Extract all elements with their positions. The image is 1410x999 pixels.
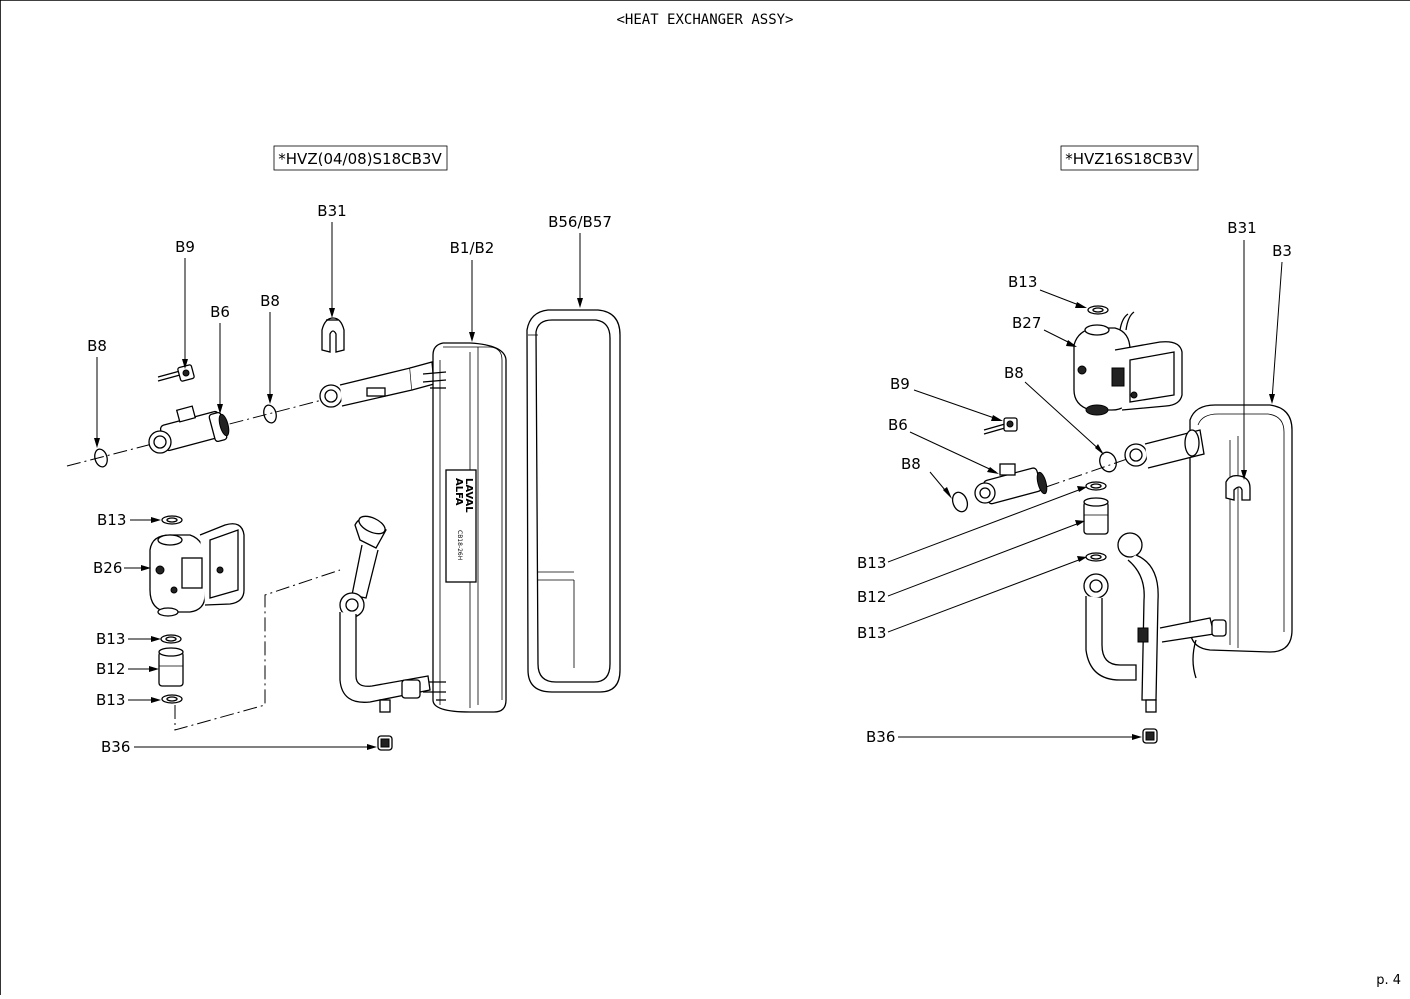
o-ring-b8-mid [263, 404, 277, 424]
brand-plate [445, 469, 477, 583]
sensor-b9 [157, 364, 195, 382]
axis-line-right [1045, 457, 1131, 488]
fitting-b12-right [1083, 497, 1109, 535]
callout-b3: B3 [1272, 242, 1292, 260]
callout-b8-left-far: B8 [87, 337, 107, 355]
clip-b31-right [1225, 474, 1251, 501]
right-assembly [951, 305, 1293, 744]
insulation-b56-b57 [526, 309, 621, 693]
callout-b27: B27 [1012, 314, 1041, 332]
washer-b13-top [161, 515, 183, 525]
pump-b27 [1073, 311, 1183, 416]
callout-b1-b2: B1/B2 [450, 239, 495, 257]
page-title: <HEAT EXCHANGER ASSY> [616, 12, 793, 28]
inlet-pipe [319, 361, 435, 408]
callouts-right: B31 B3 B13 B27 B9 B8 B6 B8 B13 B12 B13 B… [857, 219, 1292, 746]
model-box-left: *HVZ(04/08)S18CB3V [273, 145, 448, 171]
callout-b56-b57: B56/B57 [548, 213, 612, 231]
left-assembly: ALFA LAVAL CB18-26H [66, 309, 621, 751]
brand-name-line1: ALFA [453, 478, 464, 506]
fitting-b12-left [158, 647, 184, 687]
flow-sensor-b6-right [974, 463, 1048, 505]
callout-b13-left-mid: B13 [96, 630, 125, 648]
callout-b36-left: B36 [101, 738, 130, 756]
callout-b8-right-left: B8 [901, 455, 921, 473]
callout-b13-left-bottom: B13 [96, 691, 125, 709]
page-number: p. 4 [1376, 973, 1401, 988]
callout-b8-left-mid: B8 [260, 292, 280, 310]
nut-b36-right [1142, 728, 1158, 744]
washer-b13-right-bottom [1085, 552, 1107, 562]
washer-b13-bottom [161, 694, 183, 704]
model-label-right: *HVZ16S18CB3V [1065, 150, 1193, 168]
callouts-left: B31 B9 B6 B8 B8 B1/B2 B56/B57 B13 B26 B1… [87, 202, 612, 756]
pump-b26 [149, 523, 245, 617]
inlet-pipe-right [1124, 429, 1205, 469]
washer-b13-right-mid [1085, 481, 1107, 491]
callout-b8-right-mid: B8 [1004, 364, 1024, 382]
washer-b13-mid [160, 634, 182, 644]
sensor-b9-right [983, 417, 1018, 435]
callout-b13-left-top: B13 [97, 511, 126, 529]
callout-b12-left: B12 [96, 660, 125, 678]
callout-b13-right-bottom: B13 [857, 624, 886, 642]
callout-b31-right: B31 [1227, 219, 1256, 237]
brand-model-code: CB18-26H [456, 530, 463, 560]
o-ring-b8-left [94, 448, 108, 468]
o-ring-b8-right-left [951, 491, 969, 513]
callout-b36-right: B36 [866, 728, 895, 746]
lower-pipe-right [1083, 532, 1227, 713]
axis-line-upper [66, 397, 331, 467]
nut-b36-left [377, 735, 393, 751]
callout-b12-right: B12 [857, 588, 886, 606]
callout-b13-right-top: B13 [1008, 273, 1037, 291]
brand-name-line2: LAVAL [463, 478, 474, 513]
callout-b31-left: B31 [317, 202, 346, 220]
callout-b9-left: B9 [175, 238, 195, 256]
o-ring-b8-right-mid [1099, 451, 1117, 473]
callout-b13-right-mid: B13 [857, 554, 886, 572]
clip-b31 [321, 317, 345, 353]
lower-u-pipe [339, 515, 431, 713]
washer-b13-right-top [1087, 305, 1109, 315]
callout-b6-left: B6 [210, 303, 230, 321]
leader-lines [94, 222, 1283, 750]
model-label-left: *HVZ(04/08)S18CB3V [278, 150, 442, 168]
callout-b26: B26 [93, 559, 122, 577]
flow-sensor-b6 [148, 405, 230, 454]
heat-exchanger-b1-b2: ALFA LAVAL CB18-26H [422, 342, 507, 713]
model-box-right: *HVZ16S18CB3V [1060, 145, 1199, 171]
callout-b9-right: B9 [890, 375, 910, 393]
heat-exchanger-b3 [1189, 404, 1293, 653]
callout-b6-right: B6 [888, 416, 908, 434]
